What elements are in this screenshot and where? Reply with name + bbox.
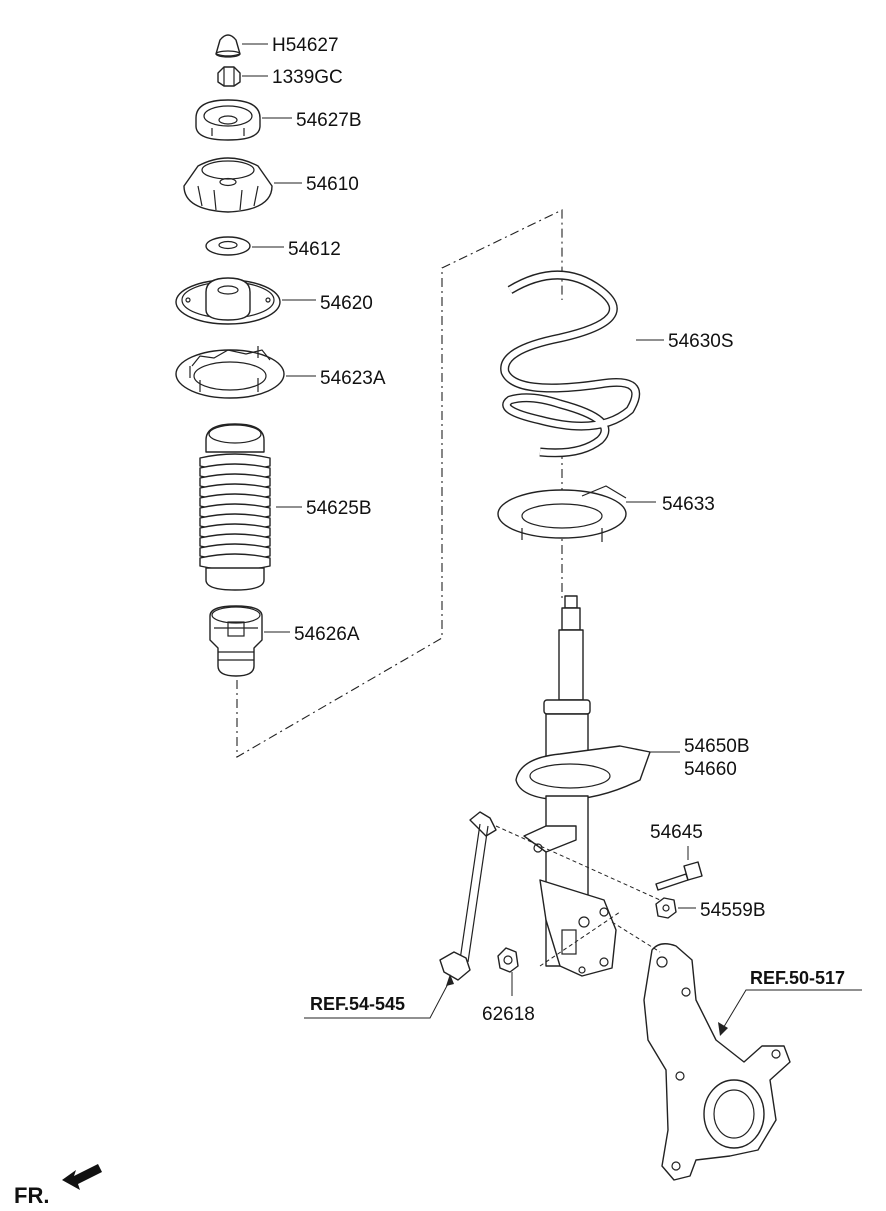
front-direction-marker: FR. <box>14 1164 102 1208</box>
label-1339gc: 1339GC <box>272 67 343 88</box>
label-54625b: 54625B <box>306 498 372 519</box>
label-54650b: 54650B <box>684 736 750 757</box>
label-62618: 62618 <box>482 1004 535 1025</box>
part-54623a[interactable]: 54623A <box>175 346 386 399</box>
label-54623a: 54623A <box>320 368 386 389</box>
label-54660: 54660 <box>684 759 737 780</box>
stabilizer-link[interactable] <box>439 811 661 981</box>
label-54620: 54620 <box>320 293 373 314</box>
label-54559b: 54559B <box>700 900 766 921</box>
part-62618[interactable]: 62618 <box>482 947 535 1025</box>
label-54626a: 54626A <box>294 624 360 645</box>
part-54620[interactable]: 54620 <box>175 277 373 325</box>
part-54630s[interactable]: 54630S <box>500 270 734 458</box>
ref-54-545-label: REF.54-545 <box>310 994 405 1014</box>
part-54627b[interactable]: 54627B <box>195 99 362 141</box>
label-54645: 54645 <box>650 822 703 843</box>
label-54612: 54612 <box>288 239 341 260</box>
assembly-guide-lines <box>236 209 563 758</box>
part-strut-assembly[interactable]: 54650B 54660 <box>515 595 750 977</box>
label-54630s: 54630S <box>668 331 734 352</box>
reference-stabilizer[interactable]: REF.54-545 <box>304 974 454 1019</box>
label-54627b: 54627B <box>296 110 362 131</box>
arrow-icon <box>62 1164 102 1190</box>
part-54612[interactable]: 54612 <box>205 236 341 260</box>
part-54626a[interactable]: 54626A <box>209 605 360 677</box>
label-54610: 54610 <box>306 174 359 195</box>
arrowhead-icon <box>718 1022 728 1036</box>
part-54610[interactable]: 54610 <box>183 157 359 213</box>
part-54559b[interactable]: 54559B <box>655 897 766 921</box>
ref-50-517-label: REF.50-517 <box>750 968 845 988</box>
label-h54627: H54627 <box>272 35 339 56</box>
part-knuckle[interactable] <box>539 911 791 1181</box>
part-54645[interactable]: 54645 <box>650 822 703 891</box>
reference-knuckle[interactable]: REF.50-517 <box>718 968 862 1036</box>
label-54633: 54633 <box>662 494 715 515</box>
part-h54627[interactable]: H54627 <box>215 34 339 58</box>
part-54625b[interactable]: 54625B <box>199 423 372 591</box>
fr-label: FR. <box>14 1183 49 1208</box>
arrowhead-icon <box>446 974 454 986</box>
part-54633[interactable]: 54633 <box>497 485 715 542</box>
part-1339gc[interactable]: 1339GC <box>217 66 343 88</box>
